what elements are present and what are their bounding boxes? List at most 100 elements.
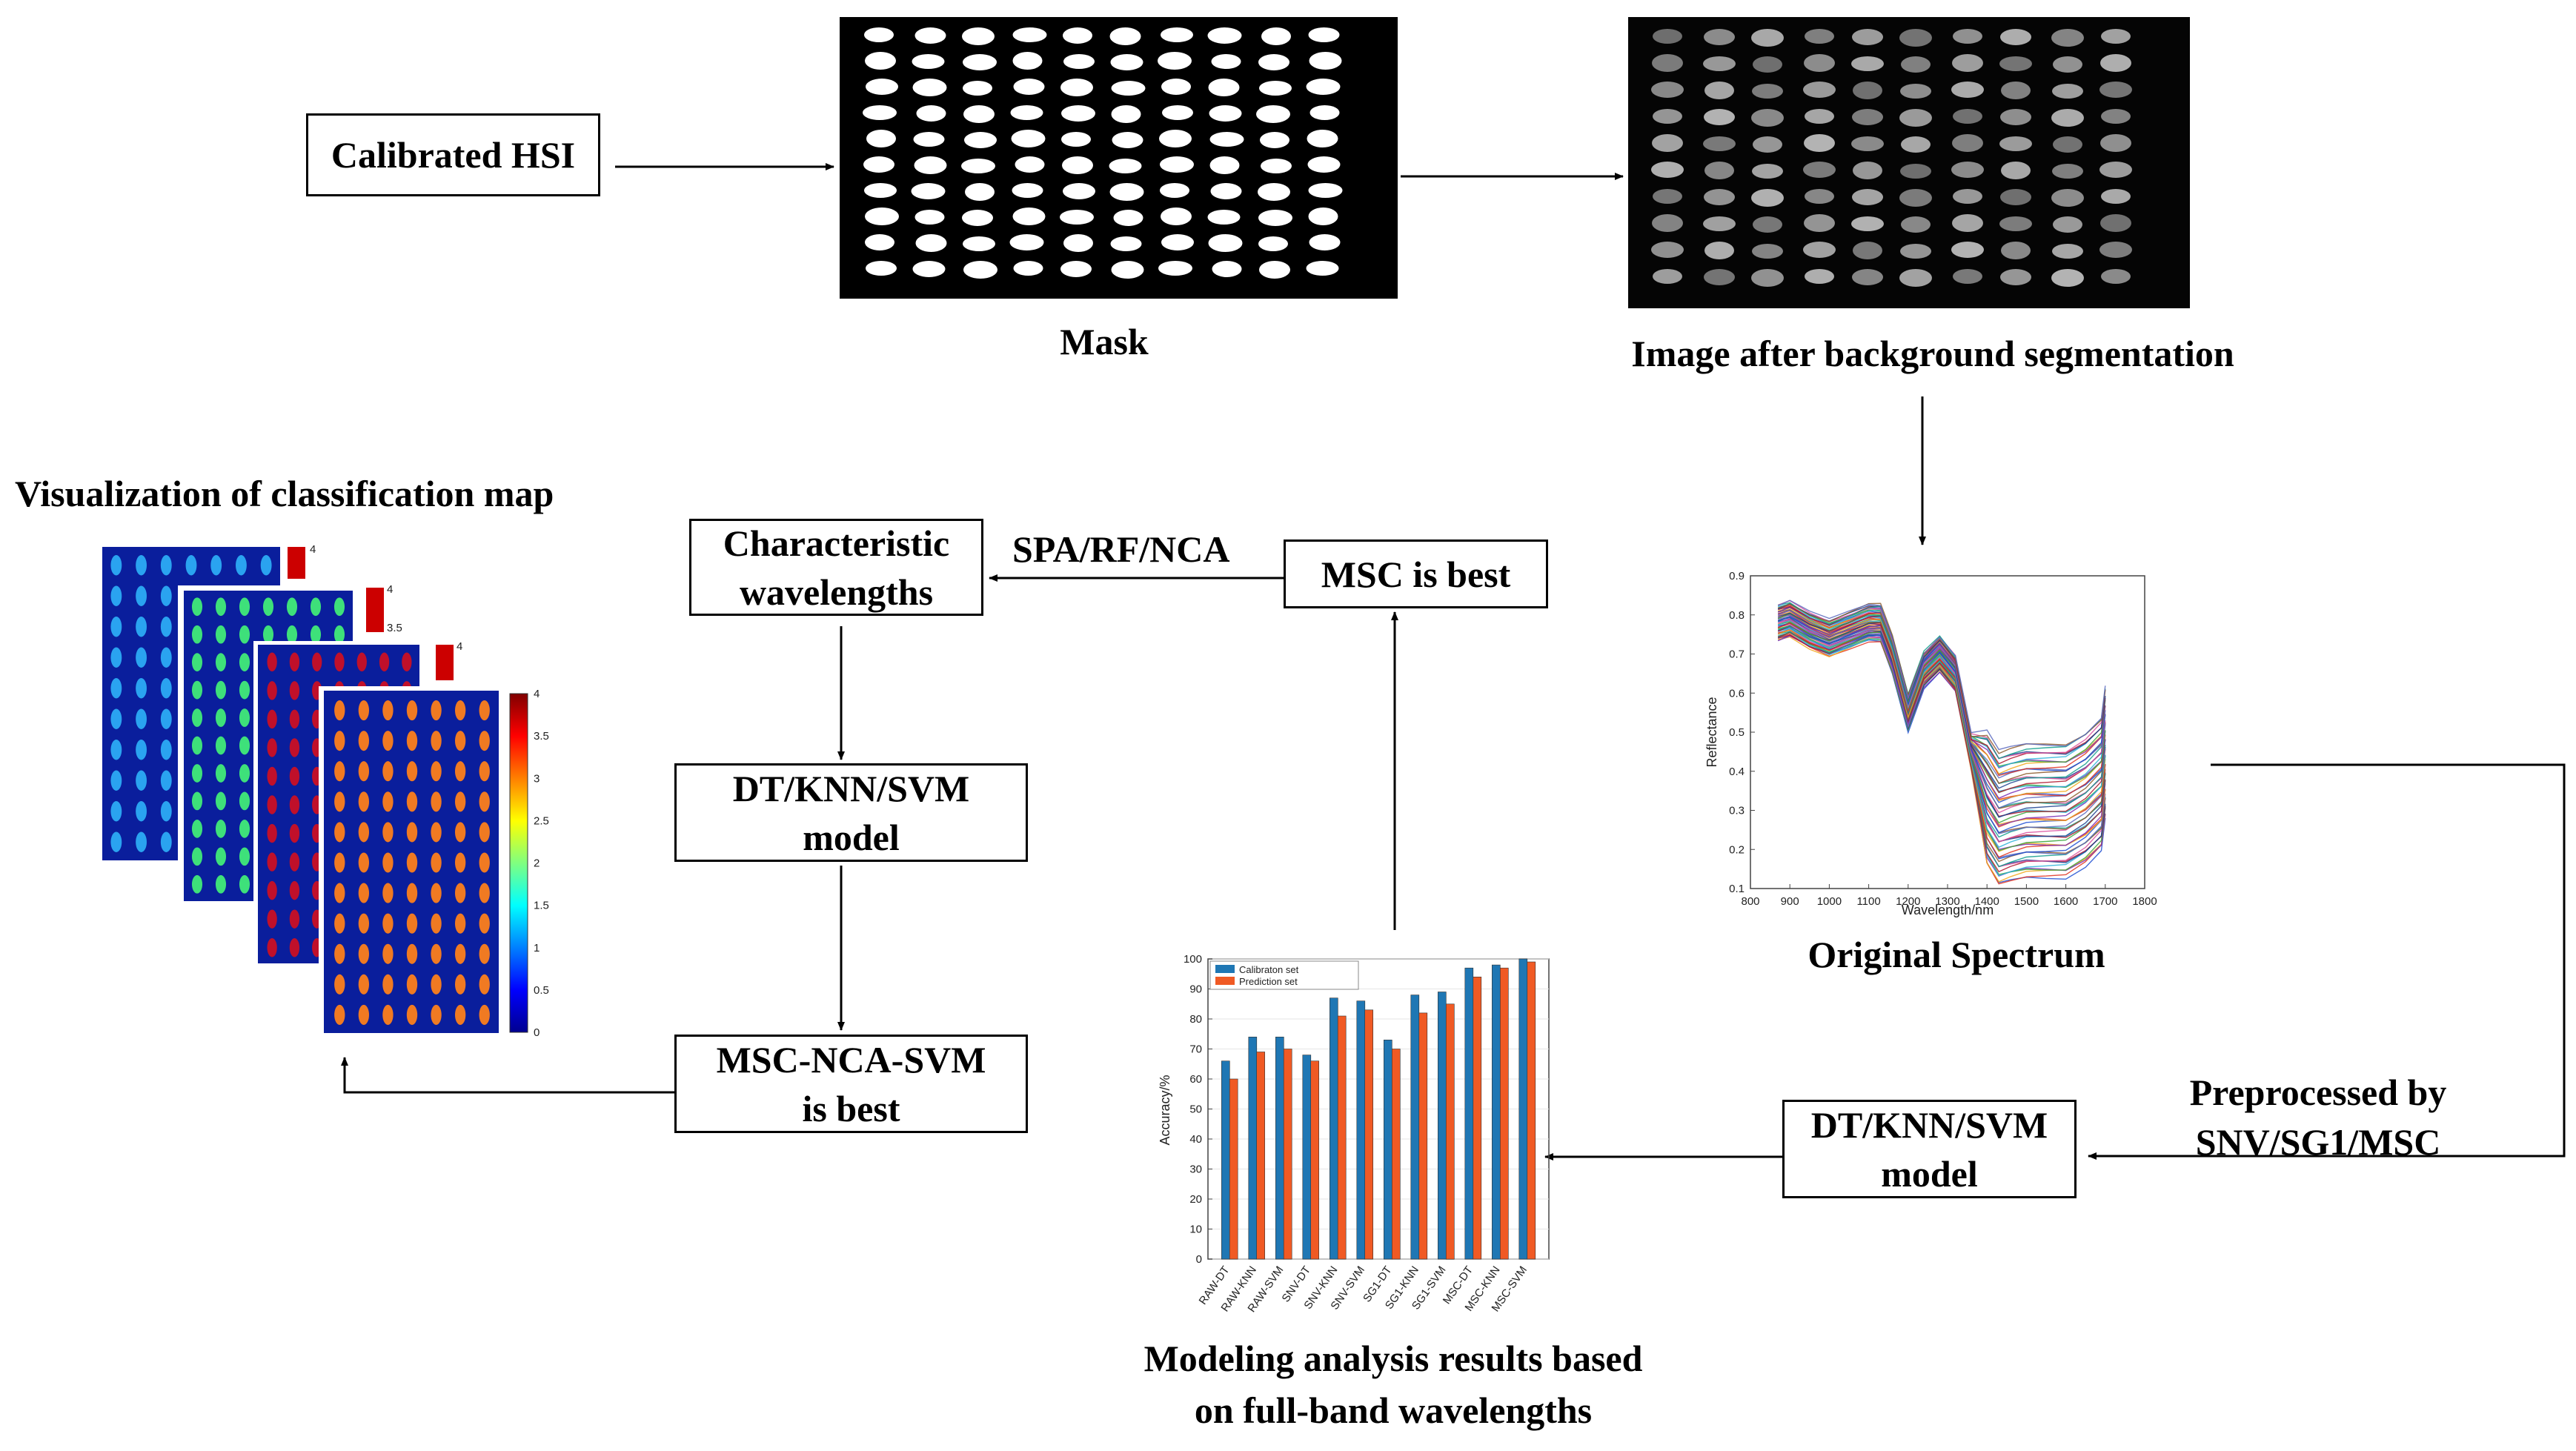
segmented-grain — [1651, 242, 1684, 258]
class-map-grain — [289, 909, 300, 929]
bar — [1464, 967, 1474, 1260]
image-after-caption: Image after background segmentation — [1631, 333, 2234, 374]
class-map-grain — [160, 801, 172, 822]
calibrated-hsi-box: Calibrated HSI — [306, 113, 600, 196]
class-map-grain — [289, 681, 300, 700]
mask-grain — [965, 183, 995, 201]
class-map-grain — [160, 617, 172, 637]
bar-y-tick-label: 40 — [1189, 1133, 1202, 1146]
msc-nca-line2: is best — [802, 1087, 900, 1129]
mask-grain — [865, 207, 899, 225]
class-map-grain — [136, 647, 147, 668]
segmented-grain — [1805, 189, 1834, 204]
mask-grain — [1063, 54, 1095, 69]
mask-grain — [1015, 156, 1045, 173]
class-map-3-tick: 4 — [457, 640, 462, 653]
segmented-grain — [1900, 164, 1931, 179]
class-map-grain — [402, 652, 412, 671]
class-map-grain — [431, 883, 442, 903]
segmented-grain — [2000, 189, 2031, 205]
segmented-grain — [1901, 56, 1931, 73]
class-map-grain — [406, 913, 418, 934]
class-map-grain — [110, 555, 122, 576]
segmented-grain — [1704, 189, 1735, 205]
modeling-caption-line2: on full-band wavelengths — [1194, 1389, 1593, 1431]
class-map-grain — [191, 736, 203, 755]
mask-grain — [1158, 52, 1192, 70]
segmented-grain — [1652, 134, 1683, 152]
class-map-grain — [191, 625, 203, 644]
mask-grain — [1306, 261, 1339, 276]
segmented-grain — [1899, 29, 1932, 47]
class-map-grain — [267, 766, 277, 786]
mask-grain — [962, 210, 993, 226]
segmented-grain — [1999, 216, 2032, 231]
class-map-grain — [406, 1004, 418, 1026]
bar — [1384, 1040, 1392, 1260]
class-map-2-tick-a: 4 — [387, 583, 393, 596]
spectrum-y-tick-label: 0.9 — [1729, 570, 1745, 582]
char-wl-line2: wavelengths — [739, 571, 934, 613]
segmented-grain — [1901, 136, 1931, 153]
bar-ylabel: Accuracy/% — [1158, 1075, 1172, 1145]
segmented-grain — [1653, 189, 1682, 204]
spectrum-line — [1778, 625, 2106, 851]
mask-grain — [1258, 183, 1290, 201]
segmented-grain — [1851, 56, 1884, 71]
bar-chart: 0102030405060708090100RAW-DTRAW-KNNRAW-S… — [1158, 953, 1550, 1315]
class-map-grain — [136, 708, 147, 729]
class-map-grain — [334, 943, 345, 964]
spectrum-y-tick-label: 0.5 — [1729, 726, 1745, 739]
segmented-grain — [2053, 136, 2082, 153]
legend-swatch-calibration — [1215, 965, 1235, 973]
mask-grain — [1210, 183, 1242, 199]
class-map-grain — [358, 943, 370, 964]
legend-label-calibration: Calibraton set — [1239, 964, 1299, 975]
mask-grain — [1161, 79, 1191, 95]
class-map-grain — [289, 766, 300, 786]
segmented-grain — [2051, 109, 2084, 127]
class-map-grain — [431, 852, 442, 873]
segmented-grain — [1703, 136, 1736, 151]
class-map-grain — [382, 974, 394, 995]
mask-grain — [963, 105, 995, 123]
mask-grain — [1259, 81, 1292, 96]
class-map-grain — [334, 822, 345, 843]
dt-model-right-line1: DT/KNN/SVM — [1810, 1103, 2048, 1146]
class-map-grain — [136, 617, 147, 637]
class-map-grain — [267, 795, 277, 814]
segmented-grain — [2051, 269, 2084, 287]
mask-grain — [1012, 207, 1046, 225]
class-map-grain — [215, 597, 227, 617]
flow-arrows — [341, 163, 2566, 1161]
segmented-grain — [2000, 269, 2031, 285]
spectrum-y-tick-label: 0.4 — [1729, 766, 1745, 778]
class-map-grain — [110, 585, 122, 606]
spectrum-y-tick-label: 0.8 — [1729, 609, 1745, 622]
mask-grain — [1308, 207, 1338, 225]
segmented-grain — [1953, 189, 1982, 204]
bar — [1410, 995, 1420, 1260]
mask-grain — [1063, 183, 1095, 199]
mask-grain — [1009, 234, 1044, 250]
class-map-grain — [160, 708, 172, 729]
mask-grain — [865, 52, 896, 70]
class-map-grain — [215, 764, 227, 783]
class-map-grain — [239, 625, 250, 644]
class-map-grain — [136, 770, 147, 791]
mask-grain — [914, 27, 946, 44]
calibrated-hsi-label: Calibrated HSI — [331, 134, 576, 176]
class-map-grain — [406, 943, 418, 964]
segmented-grain — [1851, 136, 1884, 151]
segmented-grain — [1704, 269, 1735, 285]
class-map-grain — [210, 555, 222, 576]
mask-grain — [911, 183, 946, 199]
segmented-grain — [1752, 84, 1783, 99]
segmented-grain — [1752, 244, 1783, 259]
mask-grain — [1061, 132, 1091, 147]
class-map-grain — [454, 852, 466, 873]
bar — [1356, 1000, 1366, 1260]
segmented-grain — [1805, 269, 1834, 284]
mask-grain — [863, 156, 894, 173]
class-map-grain — [239, 680, 250, 700]
